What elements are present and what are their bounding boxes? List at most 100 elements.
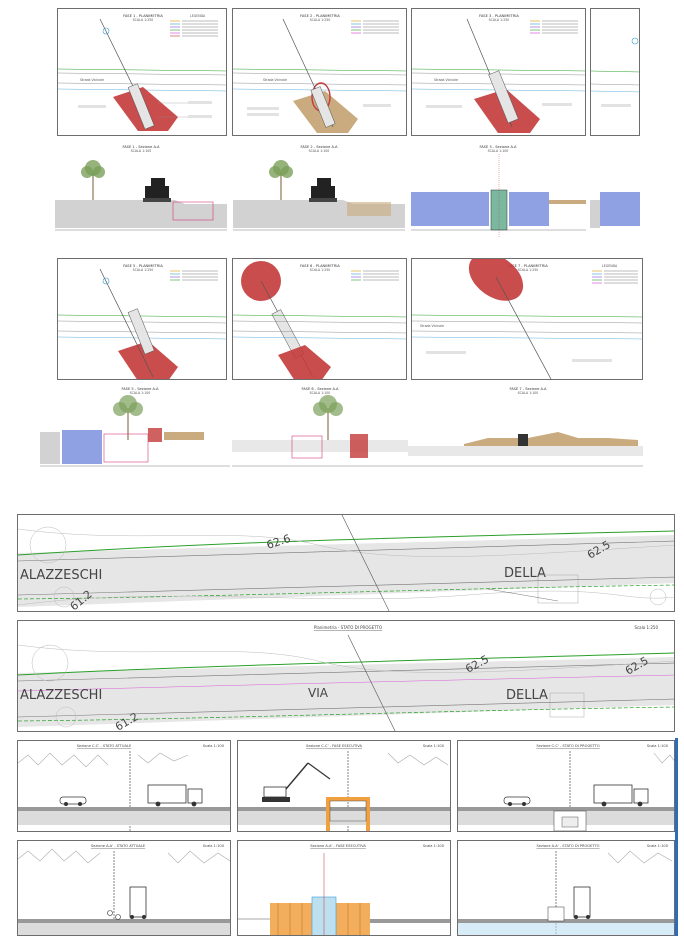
phase-5-section-title: FASE 5 - Sezione A-A bbox=[121, 387, 159, 391]
excavator-icon bbox=[143, 178, 171, 202]
section-aa-execution: Sezione A-A' - FASE ESECUTIVA Scala 1:10… bbox=[237, 840, 451, 936]
car-icon bbox=[59, 796, 87, 806]
phase-7-legend-title: LEGENDA bbox=[602, 264, 618, 268]
section-aa-existing-scale: Scala 1:100 bbox=[203, 844, 225, 848]
phase-4-plan-panel-partial bbox=[590, 8, 640, 136]
section-cc-execution-title: Sezione C-C' - FASE ESECUTIVA bbox=[306, 744, 362, 748]
tree-icon bbox=[113, 395, 143, 440]
phase-3-plan-title: FASE 3 - PLANIMETRIA bbox=[479, 14, 519, 18]
phase-1-section-title: FASE 1 - Sezione A-A bbox=[122, 145, 160, 149]
phase-5-plan-scale: SCALA 1:250 bbox=[133, 268, 154, 272]
section-cc-project-drawing: Sezione C-C' - STATO DI PROGETTO Scala 1… bbox=[458, 744, 674, 831]
phase-7-legend bbox=[592, 270, 638, 284]
phase-3-plan-drawing: FASE 3 - PLANIMETRIA SCALA 1:250 Strada … bbox=[412, 14, 585, 133]
section-aa-existing-title: Sezione A-A' - STATO ATTUALE bbox=[91, 844, 146, 848]
section-aa-execution-scale: Scala 1:100 bbox=[423, 844, 445, 848]
phase-7-plan-drawing: FASE 7 - PLANIMETRIA SCALA 1:250 LEGENDA… bbox=[412, 259, 642, 379]
phase-1-plan-title: FASE 1 - PLANIMETRIA bbox=[123, 14, 163, 18]
section-cc-existing: Sezione C-C' - STATO ATTUALE Scala 1:100 bbox=[17, 740, 231, 832]
phase-6-plan-panel: FASE 6 - PLANIMETRIA SCALA 1:250 bbox=[232, 258, 407, 380]
phase-3-section-scale: SCALA 1:100 bbox=[488, 149, 509, 153]
phase-1-section: FASE 1 - Sezione A-A SCALA 1:100 bbox=[55, 142, 227, 242]
section-cc-execution-scale: Scala 1:100 bbox=[423, 744, 445, 748]
truck-icon bbox=[593, 784, 649, 807]
phase-5-plan-panel: FASE 5 - PLANIMETRIA SCALA 1:250 bbox=[57, 258, 227, 380]
sheet-pile-wall bbox=[411, 192, 549, 226]
phase-1-legend bbox=[170, 20, 218, 37]
phase-2-road-label: Strada Vicinale bbox=[263, 78, 287, 82]
phase-5-plan-title: FASE 5 - PLANIMETRIA bbox=[123, 264, 163, 268]
phase-7-plan-panel: FASE 7 - PLANIMETRIA SCALA 1:250 LEGENDA… bbox=[411, 258, 643, 380]
phase-1-section-scale: SCALA 1:100 bbox=[131, 149, 152, 153]
formwork-frame bbox=[326, 797, 370, 831]
phase-1-plan-panel: FASE 1 - PLANIMETRIA SCALA 1:250 LEGENDA… bbox=[57, 8, 227, 136]
section-aa-execution-title: Sezione A-A' - FASE ESECUTIVA bbox=[310, 844, 366, 848]
tree-icon bbox=[313, 395, 343, 440]
phase-4-section-drawing bbox=[590, 192, 640, 228]
phase-6-plan-drawing: FASE 6 - PLANIMETRIA SCALA 1:250 bbox=[233, 261, 406, 379]
section-aa-existing: Sezione A-A' - STATO ATTUALE Scala 1:100 bbox=[17, 840, 231, 936]
street-name-left: ALAZZESCHI bbox=[20, 568, 102, 583]
truck-rear-icon bbox=[573, 886, 591, 919]
truck-rear-icon bbox=[129, 886, 147, 919]
phase-2-legend bbox=[351, 20, 399, 34]
section-cc-existing-title: Sezione C-C' - STATO ATTUALE bbox=[77, 744, 132, 748]
phase-3-legend bbox=[530, 20, 578, 34]
phase-7-plan-scale: SCALA 1:250 bbox=[518, 268, 539, 272]
sheet-edge-line bbox=[675, 738, 678, 936]
phase-6-section-title: FASE 6 - Sezione A-A bbox=[301, 387, 339, 391]
street-name-right: DELLA bbox=[504, 566, 546, 581]
plan-view-project: Planimetria - STATO DI PROGETTO Scala 1:… bbox=[17, 620, 675, 732]
phase-3-plan-panel: FASE 3 - PLANIMETRIA SCALA 1:250 Strada … bbox=[411, 8, 586, 136]
section-cc-existing-scale: Scala 1:100 bbox=[203, 744, 225, 748]
phase-7-section-scale: SCALA 1:100 bbox=[518, 391, 539, 395]
phase-6-section-scale: SCALA 1:100 bbox=[310, 391, 331, 395]
phase-3-section-title: FASE 3 - Sezione A-A bbox=[479, 145, 517, 149]
phase-4-plan-drawing bbox=[591, 37, 639, 107]
phase-2-section-scale: SCALA 1:100 bbox=[309, 149, 330, 153]
phase-7-plan-title: FASE 7 - PLANIMETRIA bbox=[508, 264, 548, 268]
truck-icon bbox=[147, 784, 203, 807]
section-cc-project-title: Sezione C-C' - STATO DI PROGETTO bbox=[536, 744, 599, 748]
section-cc-execution-drawing: Sezione C-C' - FASE ESECUTIVA Scala 1:10… bbox=[238, 744, 450, 831]
phase-1-plan-drawing: FASE 1 - PLANIMETRIA SCALA 1:250 LEGENDA… bbox=[58, 14, 226, 131]
section-cc-execution: Sezione C-C' - FASE ESECUTIVA Scala 1:10… bbox=[237, 740, 451, 832]
section-aa-project-drawing: Sezione A-A' - STATO DI PROGETTO Scala 1… bbox=[458, 844, 674, 935]
street-name-mid: VIA bbox=[308, 686, 329, 700]
section-cc-project-scale: Scala 1:100 bbox=[647, 744, 669, 748]
section-cc-project: Sezione C-C' - STATO DI PROGETTO Scala 1… bbox=[457, 740, 675, 832]
phase-3-section: FASE 3 - Sezione A-A SCALA 1:100 bbox=[411, 142, 586, 242]
excavator-icon bbox=[309, 178, 337, 202]
phase-2-plan-scale: SCALA 1:250 bbox=[310, 18, 331, 22]
phase-1-section-drawing: FASE 1 - Sezione A-A SCALA 1:100 bbox=[55, 145, 227, 231]
street-name-right: DELLA bbox=[506, 688, 548, 703]
tree-icon bbox=[269, 160, 293, 202]
section-aa-project-title: Sezione A-A' - STATO DI PROGETTO bbox=[536, 844, 599, 848]
phase-6-plan-title: FASE 6 - PLANIMETRIA bbox=[300, 264, 340, 268]
street-name-left: ALAZZESCHI bbox=[20, 688, 102, 703]
phase-3-road-label: Strada Vicinale bbox=[434, 78, 458, 82]
phase-5-section-drawing: FASE 5 - Sezione A-A SCALA 1:100 bbox=[40, 387, 230, 467]
phase-2-plan-drawing: FASE 2 - PLANIMETRIA SCALA 1:250 Strada … bbox=[233, 14, 406, 133]
phase-2-section-drawing: FASE 2 - Sezione A-A SCALA 1:100 bbox=[233, 145, 405, 231]
phase-5-section-scale: SCALA 1:100 bbox=[130, 391, 151, 395]
plan-view-project-scale: Scala 1:250 bbox=[634, 625, 658, 630]
sections-sheet: Sezione C-C' - STATO ATTUALE Scala 1:100… bbox=[17, 740, 675, 936]
phase-3-section-drawing: FASE 3 - Sezione A-A SCALA 1:100 bbox=[411, 145, 586, 237]
phase-2-plan-title: FASE 2 - PLANIMETRIA bbox=[300, 14, 340, 18]
tree-icon bbox=[81, 160, 105, 202]
plan-view-existing-drawing: ALAZZESCHI DELLA 62.6 62.5 61.2 bbox=[18, 515, 674, 611]
section-aa-existing-drawing: Sezione A-A' - STATO ATTUALE Scala 1:100 bbox=[18, 844, 230, 935]
phase-4-section-partial bbox=[590, 142, 640, 242]
phase-6-legend bbox=[351, 270, 399, 281]
car-icon bbox=[503, 796, 531, 806]
section-cc-existing-drawing: Sezione C-C' - STATO ATTUALE Scala 1:100 bbox=[18, 744, 230, 831]
phase-6-section: FASE 6 - Sezione A-A SCALA 1:100 bbox=[232, 384, 408, 490]
excavator-icon bbox=[262, 762, 331, 802]
phase-1-legend-title: LEGENDA bbox=[190, 14, 206, 18]
plan-view-existing: ALAZZESCHI DELLA 62.6 62.5 61.2 bbox=[17, 514, 675, 612]
phase-7-section-title: FASE 7 - Sezione A-A bbox=[509, 387, 547, 391]
section-aa-project-scale: Scala 1:100 bbox=[647, 844, 669, 848]
phase-7-road-label: Strada Vicinale bbox=[420, 324, 444, 328]
phase-7-section: FASE 7 - Sezione A-A SCALA 1:100 bbox=[408, 384, 643, 490]
